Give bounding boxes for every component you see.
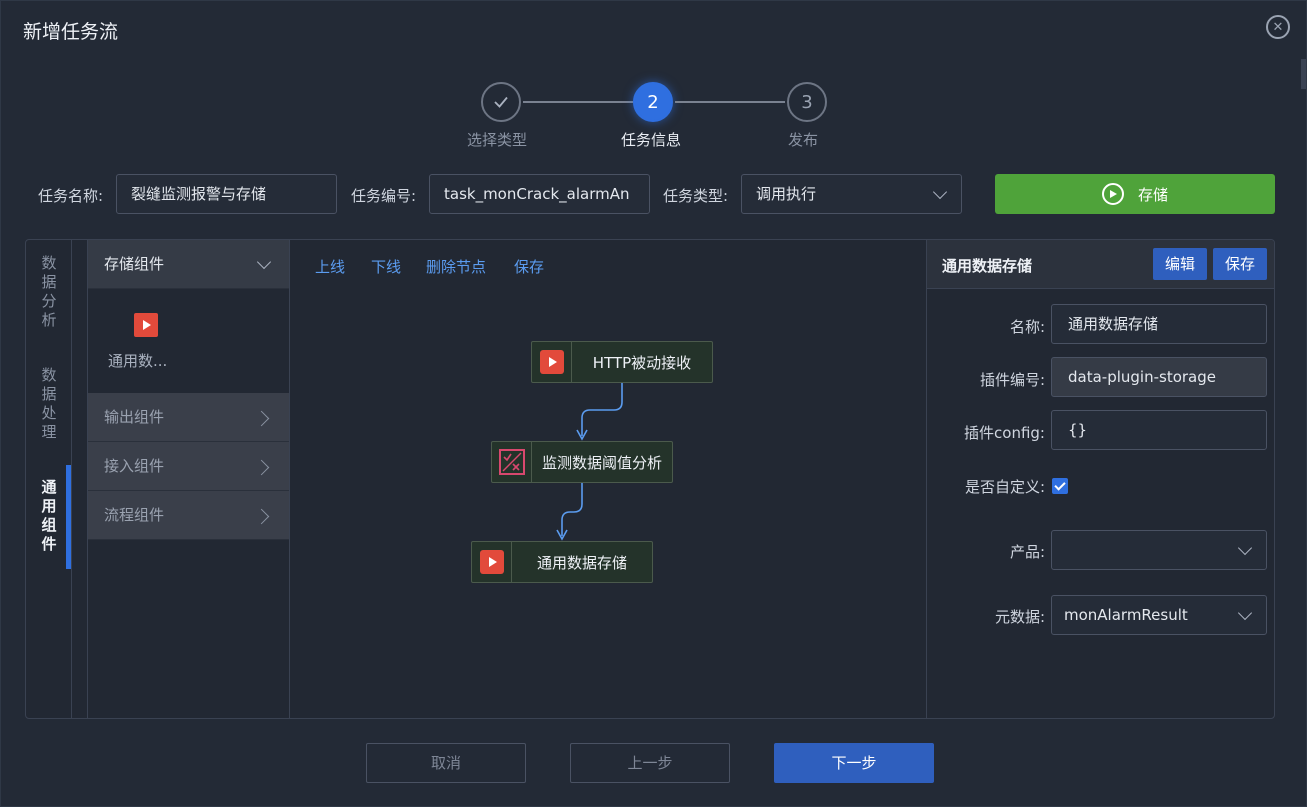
node-label: HTTP被动接收 bbox=[592, 353, 692, 372]
scrollbar[interactable] bbox=[1301, 59, 1306, 89]
component-item-label[interactable]: 通用数... bbox=[108, 352, 168, 370]
custom-label: 是否自定义: bbox=[964, 478, 1045, 496]
stepper: 2 3 选择类型 任务信息 发布 bbox=[461, 81, 861, 151]
check-icon bbox=[494, 96, 508, 108]
store-button[interactable]: 存储 bbox=[995, 174, 1275, 214]
flow-node-data-storage[interactable]: 通用数据存储 bbox=[471, 541, 653, 583]
task-code-input[interactable]: task_monCrack_alarmAn bbox=[429, 174, 650, 214]
flow-edge bbox=[581, 383, 623, 436]
accordion-output-components[interactable]: 输出组件 bbox=[88, 393, 289, 442]
delete-node-link[interactable]: 删除节点 bbox=[426, 258, 487, 276]
chevron-down-icon bbox=[256, 254, 272, 270]
name-input[interactable]: 通用数据存储 bbox=[1051, 304, 1267, 344]
plugin-config-label: 插件config: bbox=[964, 424, 1045, 442]
play-circle-icon bbox=[1101, 183, 1124, 205]
prev-step-button[interactable]: 上一步 bbox=[570, 743, 730, 783]
flow-canvas[interactable]: 上线 下线 删除节点 保存 HTTP被动接收 bbox=[290, 240, 926, 718]
task-name-label: 任务名称: bbox=[38, 187, 104, 205]
tab-data-processing[interactable]: 数据处理 bbox=[41, 366, 57, 441]
chevron-down-icon bbox=[1237, 605, 1253, 621]
play-icon bbox=[539, 350, 564, 374]
chevron-down-icon bbox=[932, 184, 948, 200]
flow-edge bbox=[561, 483, 583, 536]
task-type-label: 任务类型: bbox=[663, 187, 729, 205]
next-step-button[interactable]: 下一步 bbox=[774, 743, 934, 783]
node-label: 通用数据存储 bbox=[536, 553, 627, 572]
step-3: 3 bbox=[787, 82, 827, 122]
close-icon[interactable]: ✕ bbox=[1266, 15, 1290, 39]
properties-title: 通用数据存储 bbox=[942, 257, 1033, 275]
node-properties-panel: 通用数据存储 编辑 保存 名称: 通用数据存储 插件编号: data-plugi… bbox=[926, 240, 1274, 718]
accordion-flow-components[interactable]: 流程组件 bbox=[88, 491, 289, 540]
tab-common-components[interactable]: 通用组件 bbox=[41, 478, 57, 553]
node-icon-cell bbox=[472, 542, 512, 582]
step-label: 发布 bbox=[787, 131, 818, 149]
chevron-down-icon bbox=[1237, 540, 1253, 556]
chevron-right-icon bbox=[253, 410, 270, 427]
play-icon[interactable] bbox=[134, 313, 158, 337]
save-props-button[interactable]: 保存 bbox=[1213, 248, 1267, 280]
product-label: 产品: bbox=[1009, 543, 1045, 561]
step-label: 任务信息 bbox=[620, 131, 681, 149]
online-link[interactable]: 上线 bbox=[315, 258, 346, 276]
properties-header: 通用数据存储 编辑 保存 bbox=[927, 240, 1274, 289]
offline-link[interactable]: 下线 bbox=[371, 258, 402, 276]
custom-checkbox[interactable] bbox=[1052, 478, 1068, 494]
task-code-label: 任务编号: bbox=[351, 187, 417, 205]
component-accordion: 存储组件 通用数... 输出组件 接入组件 流程组件 bbox=[88, 240, 290, 718]
accordion-title: 接入组件 bbox=[104, 457, 165, 475]
metadata-value: monAlarmResult bbox=[1064, 606, 1188, 624]
accordion-storage-body: 通用数... bbox=[88, 289, 289, 393]
arrow-head bbox=[556, 529, 568, 541]
step-2-current: 2 bbox=[633, 82, 673, 122]
accordion-title: 存储组件 bbox=[104, 255, 165, 273]
active-tab-indicator bbox=[66, 465, 71, 569]
task-type-value: 调用执行 bbox=[756, 185, 817, 203]
plugin-code-label: 插件编号: bbox=[979, 371, 1045, 389]
task-name-input[interactable]: 裂缝监测报警与存储 bbox=[116, 174, 337, 214]
node-icon-cell bbox=[532, 342, 572, 382]
component-category-tabs: 数据分析 数据处理 通用组件 bbox=[26, 240, 72, 718]
task-type-select[interactable]: 调用执行 bbox=[741, 174, 962, 214]
edit-button[interactable]: 编辑 bbox=[1153, 248, 1207, 280]
plugin-code-input: data-plugin-storage bbox=[1051, 357, 1267, 397]
step-label: 选择类型 bbox=[466, 131, 527, 149]
task-info-form: 任务名称: 裂缝监测报警与存储 任务编号: task_monCrack_alar… bbox=[1, 174, 1307, 214]
chevron-right-icon bbox=[253, 459, 270, 476]
name-label: 名称: bbox=[1009, 318, 1045, 336]
dialog-title: 新增任务流 bbox=[23, 21, 119, 43]
accordion-storage-components[interactable]: 存储组件 bbox=[88, 240, 289, 289]
node-label: 监测数据阈值分析 bbox=[541, 453, 662, 472]
arrow-head bbox=[576, 429, 588, 441]
step-connector bbox=[523, 101, 633, 103]
chevron-right-icon bbox=[253, 508, 270, 525]
flow-node-http-receive[interactable]: HTTP被动接收 bbox=[531, 341, 713, 383]
metadata-label: 元数据: bbox=[994, 608, 1045, 626]
node-icon-cell bbox=[492, 442, 532, 482]
metadata-select[interactable]: monAlarmResult bbox=[1051, 595, 1267, 635]
step-1-done bbox=[481, 82, 521, 122]
plugin-config-input[interactable]: {} bbox=[1051, 410, 1267, 450]
tab-data-analysis[interactable]: 数据分析 bbox=[41, 254, 57, 329]
save-flow-link[interactable]: 保存 bbox=[514, 258, 545, 276]
divider bbox=[72, 240, 88, 718]
threshold-analysis-icon bbox=[498, 449, 525, 475]
flow-editor-panel: 数据分析 数据处理 通用组件 存储组件 通用数... 输出组件 接入组件 bbox=[25, 239, 1275, 719]
play-icon bbox=[479, 550, 504, 574]
accordion-title: 输出组件 bbox=[104, 408, 165, 426]
step-connector bbox=[675, 101, 785, 103]
flow-edges bbox=[556, 383, 623, 541]
product-select[interactable] bbox=[1051, 530, 1267, 570]
accordion-title: 流程组件 bbox=[104, 506, 165, 524]
flow-node-threshold-analysis[interactable]: 监测数据阈值分析 bbox=[491, 441, 673, 483]
accordion-input-components[interactable]: 接入组件 bbox=[88, 442, 289, 491]
store-button-label: 存储 bbox=[1137, 185, 1168, 204]
cancel-button[interactable]: 取消 bbox=[366, 743, 526, 783]
